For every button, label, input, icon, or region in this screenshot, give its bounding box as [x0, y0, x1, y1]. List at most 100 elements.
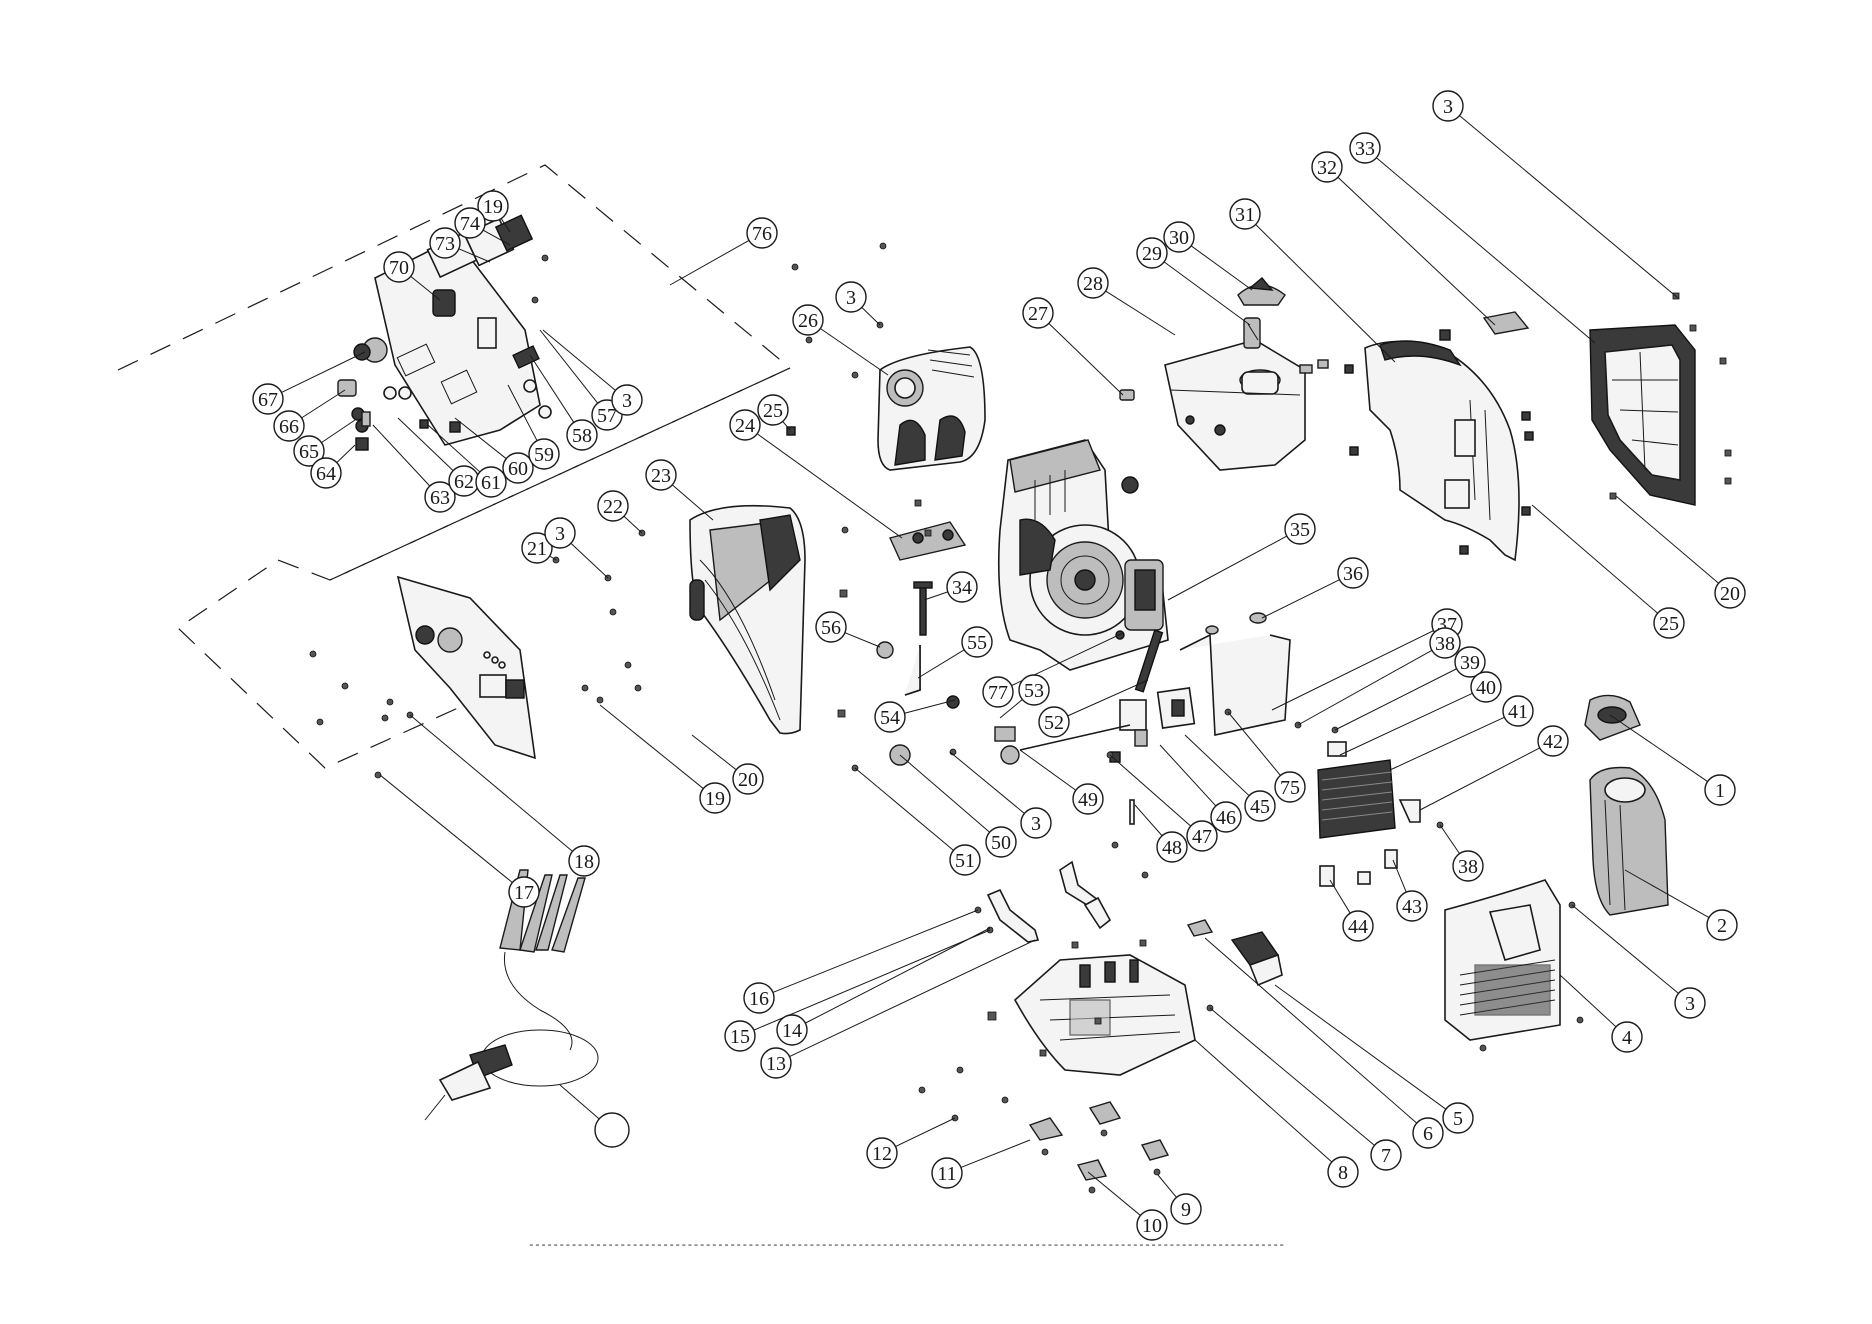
- leader-line: [454, 417, 507, 460]
- callout-bubble: [429, 227, 461, 259]
- center-small-parts: [851, 629, 1164, 825]
- callout-50: 50: [985, 826, 1017, 858]
- leader-line: [1339, 692, 1473, 756]
- leader-line: [1459, 115, 1679, 299]
- callout-25: 25: [1653, 607, 1685, 639]
- callout-number: 59: [534, 444, 554, 466]
- leader-line: [899, 754, 990, 833]
- leader-line: [372, 424, 431, 487]
- leader-line: [482, 229, 511, 246]
- mounting-bracket: [1156, 612, 1291, 736]
- leader-line: [895, 1117, 956, 1147]
- callout-number: 41: [1508, 701, 1528, 723]
- callout-bubble: [1342, 910, 1374, 942]
- callout-bubble: [1674, 987, 1706, 1019]
- leader-line: [844, 632, 881, 648]
- callout-40: 40: [1470, 671, 1502, 703]
- callout-bubble: [1706, 909, 1738, 941]
- callout-bubble: [982, 676, 1014, 708]
- leader-line: [960, 1139, 1031, 1168]
- callout-16: 16: [743, 982, 775, 1014]
- callout-number: 19: [705, 788, 725, 810]
- leader-line: [753, 929, 991, 1031]
- callout-bubble: [1163, 221, 1195, 253]
- leader-line: [507, 384, 538, 441]
- callout-bubble: [1020, 807, 1052, 839]
- leader-line: [672, 484, 714, 521]
- callout-51: 51: [949, 844, 981, 876]
- leader-line: [500, 218, 511, 233]
- leader-line: [1019, 749, 1077, 791]
- callout-38: 38: [1429, 627, 1461, 659]
- callout-bubble: [568, 845, 600, 877]
- leader-line: [529, 354, 575, 423]
- callout-number: 27: [1028, 303, 1048, 325]
- callout-60: 60: [502, 452, 534, 484]
- callout-number: 66: [279, 416, 299, 438]
- callout-bubble: [1038, 706, 1070, 738]
- callout-number: 7: [1381, 1145, 1391, 1167]
- leader-line: [1209, 1007, 1375, 1146]
- callout-3: 3: [1674, 987, 1706, 1019]
- leader-line: [539, 329, 599, 404]
- callout-bubble: [1704, 774, 1736, 806]
- leader-line: [861, 307, 881, 326]
- callout-bubble: [729, 409, 761, 441]
- callout-bubble: [454, 207, 486, 239]
- callout-number: 3: [1031, 813, 1041, 835]
- callout-bubble: [1136, 1209, 1168, 1241]
- leader-line: [904, 699, 956, 714]
- callout-bubble: [611, 384, 643, 416]
- callout-7: 7: [1370, 1139, 1402, 1171]
- callout-number: 3: [1443, 96, 1453, 118]
- callout-bubble: [1274, 771, 1306, 803]
- callout-bubble: [1337, 557, 1369, 589]
- callout-number: 40: [1476, 677, 1496, 699]
- leader-line: [1271, 630, 1434, 711]
- leader-line: [397, 417, 454, 472]
- callout-bubble: [597, 490, 629, 522]
- callout-number: 60: [508, 458, 528, 480]
- callout-bubble: [544, 517, 576, 549]
- callout-number: 18: [574, 851, 594, 873]
- leader-line: [756, 433, 903, 539]
- callout-number: 23: [651, 465, 671, 487]
- leader-line: [570, 542, 609, 579]
- callout-bubble: [699, 782, 731, 814]
- callout-number: 3: [1685, 993, 1695, 1015]
- panel-screws: [309, 254, 646, 779]
- callout-28: 28: [1077, 267, 1109, 299]
- leader-line: [1227, 711, 1281, 776]
- callout-13: 13: [760, 1047, 792, 1079]
- stud-part-34: [913, 581, 933, 636]
- callout-number: 46: [1216, 807, 1236, 829]
- callout-52: 52: [1038, 706, 1070, 738]
- callout-number: 15: [730, 1026, 750, 1048]
- callout-19: 19: [477, 190, 509, 222]
- callout-bubble: [874, 701, 906, 733]
- callout-bubble: [528, 438, 560, 470]
- leader-line: [623, 515, 643, 534]
- callout-number: 44: [1348, 916, 1368, 938]
- callout-42: 42: [1537, 725, 1569, 757]
- callout-bubble: [1210, 801, 1242, 833]
- callout-number: 14: [782, 1020, 802, 1042]
- leader-line: [542, 329, 616, 391]
- callout-27: 27: [1022, 297, 1054, 329]
- callout-46: 46: [1210, 801, 1242, 833]
- front-cover: [1444, 879, 1561, 1041]
- callout-number: 3: [622, 390, 632, 412]
- callout-bubble: [521, 532, 553, 564]
- leader-line: [1571, 904, 1679, 994]
- callout-23: 23: [645, 459, 677, 491]
- leader-line: [1159, 744, 1217, 807]
- leader-lines: [281, 115, 1719, 1216]
- fuel-filter: [1243, 317, 1261, 349]
- callout-number: 22: [603, 496, 623, 518]
- callout-number: 5: [1453, 1108, 1463, 1130]
- leader-line: [1105, 290, 1176, 336]
- callout-bubble: [1327, 1156, 1359, 1188]
- callout-70: 70: [383, 251, 415, 283]
- callout-bubble: [1022, 297, 1054, 329]
- callout-number: 45: [1250, 796, 1270, 818]
